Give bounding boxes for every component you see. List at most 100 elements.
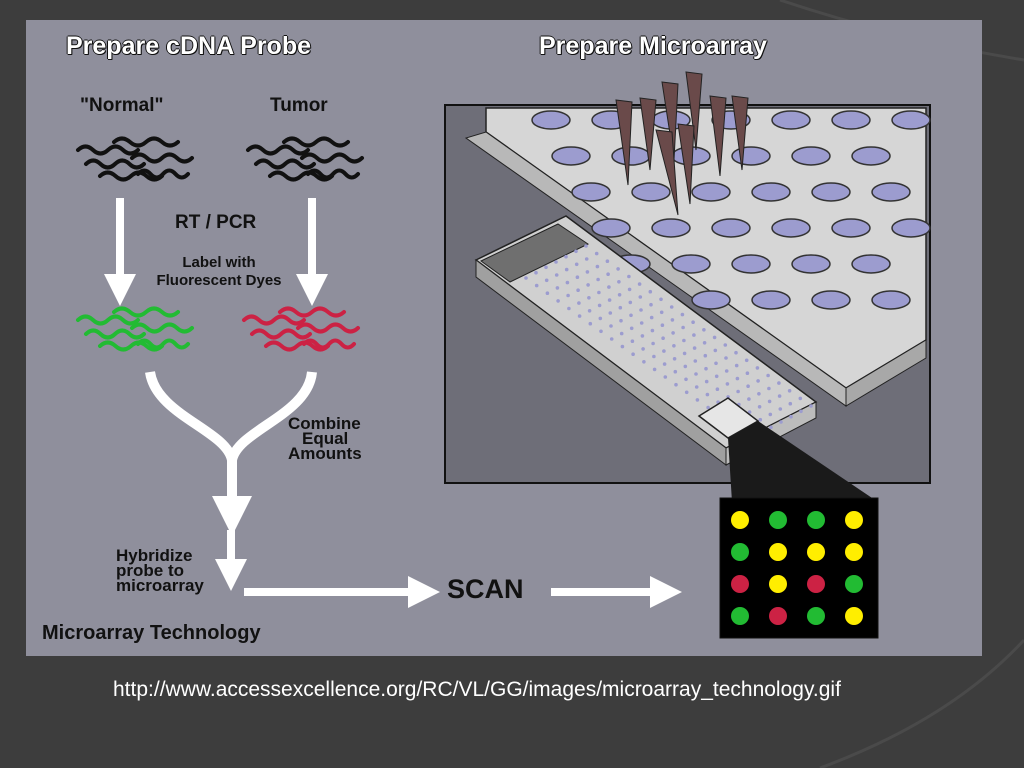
slide-spot — [641, 347, 645, 351]
slide-spot — [672, 357, 677, 361]
hybridize-text: Hybridize probe to microarray — [116, 547, 204, 595]
well — [611, 146, 651, 166]
slide-spot — [663, 375, 668, 379]
combine-text: Combine Equal Amounts — [288, 414, 362, 462]
slide-spot — [596, 277, 600, 282]
dna-strand — [98, 340, 164, 352]
slide-spot — [597, 303, 602, 308]
slide-spot — [769, 425, 773, 430]
slide-spot — [652, 367, 657, 372]
slide-spot — [607, 298, 612, 302]
slide-spot — [609, 324, 613, 328]
combine-line-2: Equal — [302, 429, 349, 448]
slide-spot — [747, 397, 751, 401]
figure-title: Microarray Technology — [42, 622, 261, 644]
slide-spot — [702, 341, 707, 345]
slide-spot — [608, 311, 613, 315]
dna-strand — [282, 136, 350, 148]
slide-spot — [684, 390, 689, 395]
dna-strand — [300, 152, 364, 164]
dna-strand — [250, 328, 312, 340]
slide-spot — [684, 377, 688, 382]
slide-spot — [767, 399, 772, 404]
slide-spot — [577, 301, 581, 305]
well — [571, 182, 611, 202]
scan-spot — [845, 575, 863, 593]
hybridize-line-3: microarray — [116, 576, 204, 595]
slide-spot — [669, 305, 674, 309]
slide-spot — [586, 283, 590, 287]
slide-spot — [659, 310, 664, 315]
slide-spot — [555, 286, 560, 290]
scan-spot — [769, 607, 787, 625]
well — [811, 290, 851, 310]
well — [551, 146, 591, 166]
slide-spot — [695, 398, 700, 402]
scan-spot — [731, 607, 749, 625]
scan-spot — [845, 511, 863, 529]
slide-spot — [639, 321, 644, 325]
slide-spot — [702, 328, 706, 332]
slide-spot — [809, 404, 813, 408]
slide-spot — [620, 344, 625, 349]
prepare-probe-heading: Prepare cDNA Probe — [66, 32, 311, 60]
slide-spot — [534, 283, 539, 288]
dna-strands — [76, 136, 364, 352]
well — [731, 254, 771, 274]
slide-spot — [694, 372, 698, 376]
slide-spot — [648, 289, 653, 294]
slide-spot — [587, 296, 591, 300]
well — [771, 218, 811, 238]
slide-spot — [599, 329, 603, 334]
slide-spot — [758, 417, 763, 422]
slide-spot — [637, 282, 642, 286]
well — [851, 254, 891, 274]
slide-spot — [703, 353, 708, 358]
slide-spot — [683, 364, 688, 369]
slide-spot — [692, 346, 697, 350]
well — [771, 110, 811, 130]
slide-spot — [673, 369, 678, 374]
scan-spot — [807, 607, 825, 625]
label-dyes-text: Label with Fluorescent Dyes — [144, 254, 294, 290]
slide-spot — [575, 275, 580, 279]
slide-spot — [554, 260, 558, 264]
slide-spot — [777, 381, 781, 385]
well — [891, 110, 931, 130]
slide-spot — [712, 335, 717, 340]
well — [891, 218, 931, 238]
well — [671, 254, 711, 274]
combine-line-1: Combine — [288, 414, 361, 433]
slide-spot — [767, 386, 771, 391]
slide-spot — [629, 326, 634, 331]
well — [871, 290, 911, 310]
slide-spot — [564, 254, 568, 259]
well — [791, 254, 831, 274]
slide-spot — [766, 373, 770, 378]
pipette-tips — [615, 71, 749, 216]
slide-spot — [713, 348, 718, 353]
slide-spot — [649, 315, 654, 320]
slide-spot — [757, 405, 762, 409]
slide-spot — [682, 338, 686, 343]
tumor-label: Tumor — [270, 95, 328, 116]
slide-spot — [606, 272, 610, 276]
slide-spot — [607, 285, 611, 289]
slide-spot — [617, 293, 622, 297]
slide-spot — [587, 309, 592, 313]
microarray-figure: Prepare cDNA Probe Prepare Microarray "N… — [26, 20, 982, 656]
well — [591, 218, 631, 238]
slide-spot — [725, 382, 730, 386]
well — [691, 182, 731, 202]
label-dyes-line-1: Label with — [182, 254, 256, 271]
slide-spot — [674, 382, 678, 387]
slide-spot — [609, 337, 614, 341]
slide-spot — [755, 366, 760, 370]
slide-spot — [682, 351, 687, 356]
label-dyes-line-2: Fluorescent Dyes — [156, 272, 282, 289]
slide-spot — [714, 374, 719, 379]
scan-spot — [769, 543, 787, 561]
scan-spot — [845, 543, 863, 561]
slide-spot — [705, 392, 710, 397]
dna-strand — [278, 306, 346, 318]
